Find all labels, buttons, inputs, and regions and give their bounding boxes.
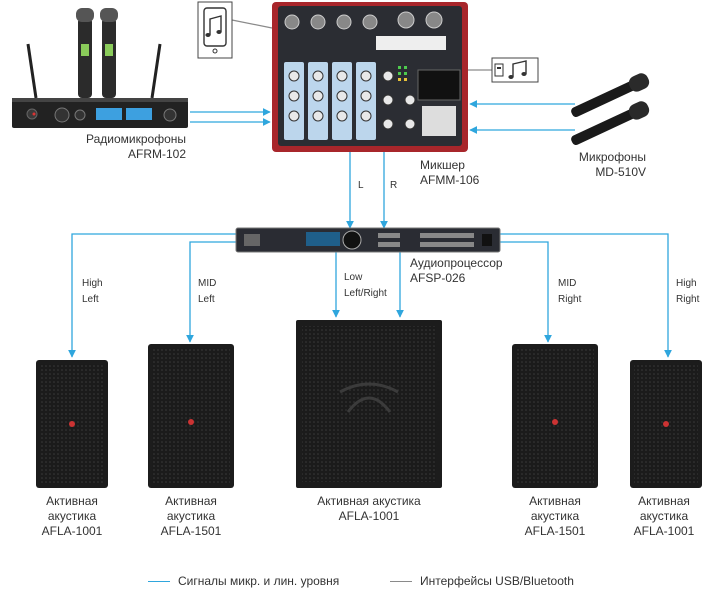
signal-lines (68, 100, 672, 358)
wire-high-left (68, 233, 240, 358)
legend-digital-text: Интерфейсы USB/Bluetooth (420, 574, 574, 588)
legend-digital: Интерфейсы USB/Bluetooth (390, 574, 574, 588)
radio-mics-model: AFRM-102 (127, 147, 186, 161)
speaker-mid-left (148, 344, 234, 488)
speaker-high-left (36, 360, 108, 488)
speaker-label-5: Активная акустика AFLA-1001 (633, 494, 695, 538)
speaker-label-2: Активная акустика AFLA-1501 (160, 494, 222, 538)
radio-mics-name: Радиомикрофоны (85, 132, 186, 146)
legend-signal: Сигналы микр. и лин. уровня (148, 574, 339, 588)
wire-phone-to-mixer (231, 19, 273, 29)
mics-model: MD-510V (595, 165, 646, 179)
speaker-label-1: Активная акустика AFLA-1001 (41, 494, 103, 538)
usb-bluetooth-music-icon (491, 57, 539, 83)
output-L-label: L (358, 180, 364, 191)
mics-label: Микрофоны MD-510V (579, 150, 646, 180)
legend-signal-text: Сигналы микр. и лин. уровня (178, 574, 340, 588)
legend-signal-swatch (148, 581, 170, 583)
processor-label: Аудиопроцессор AFSP-026 (410, 256, 503, 286)
channel-high-left: High Left (82, 278, 103, 305)
processor-name: Аудиопроцессор (410, 256, 503, 270)
channel-high-right: High Right (676, 278, 700, 305)
mixer-image (272, 2, 468, 152)
speaker-mid-right (512, 344, 598, 488)
channel-mid-right: MID Right (558, 278, 582, 305)
mixer-name: Микшер (420, 158, 465, 172)
wire-mid-right (500, 241, 552, 343)
phone-music-icon (197, 1, 233, 59)
processor-image (235, 227, 501, 253)
microphones-image (571, 73, 650, 145)
output-R-label: R (390, 180, 398, 191)
speaker-label-3: Активная акустика AFLA-1001 (317, 494, 421, 523)
mixer-label: Микшер AFMM-106 (420, 158, 479, 188)
mixer-model: AFMM-106 (420, 173, 480, 187)
channel-mid-left: MID Left (198, 278, 217, 305)
legend-digital-swatch (390, 581, 412, 583)
speaker-label-4: Активная акустика AFLA-1501 (524, 494, 586, 538)
processor-model: AFSP-026 (410, 271, 466, 285)
wire-mid-left (186, 241, 240, 343)
radio-mics-label: Радиомикрофоны AFRM-102 (86, 132, 186, 162)
mics-name: Микрофоны (578, 150, 646, 164)
speaker-high-right (630, 360, 702, 488)
radio-receiver-image (12, 8, 188, 128)
subwoofer (296, 320, 442, 488)
wire-high-right (500, 233, 672, 358)
channel-low: Low Left/Right (344, 272, 387, 299)
